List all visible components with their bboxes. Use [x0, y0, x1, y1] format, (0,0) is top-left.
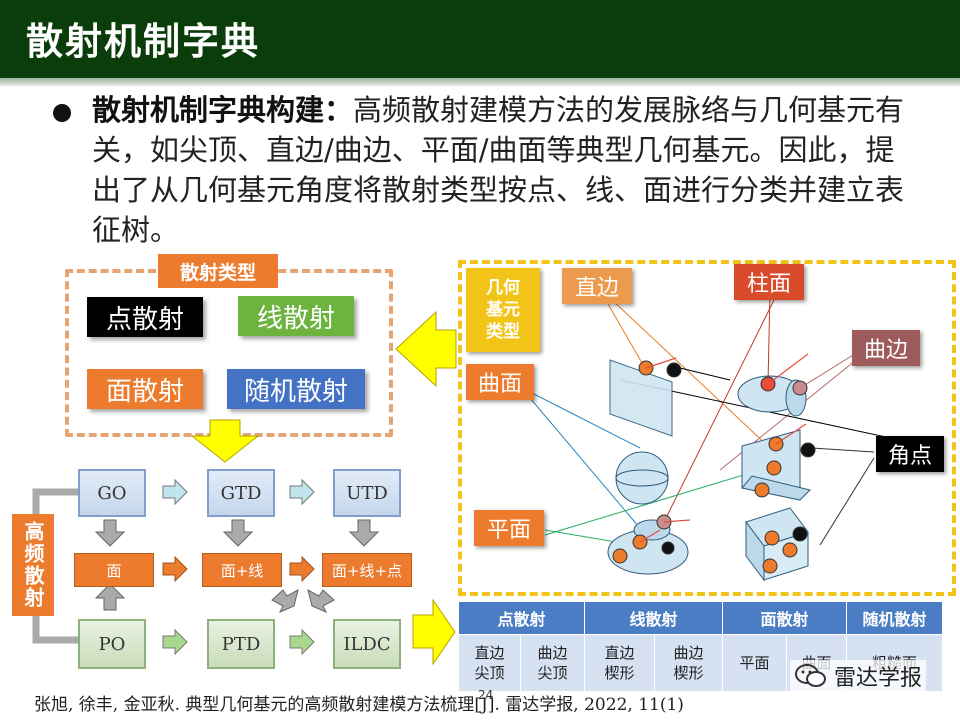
cylinder-label: 柱面 — [734, 264, 804, 300]
slide-header: 散射机制字典 — [0, 0, 960, 78]
table-cell: 曲边楔形 — [654, 634, 724, 692]
utd-box: UTD — [333, 469, 401, 517]
page-number: 24 — [478, 688, 494, 702]
ptd-box: PTD — [207, 619, 275, 669]
flow-arrow — [348, 519, 380, 547]
surface-line-mechanism-box: 面+线 — [202, 553, 282, 587]
straight-edge-label: 直边 — [562, 268, 632, 304]
table-header: 点散射 — [457, 601, 586, 635]
gtd-box: GTD — [207, 469, 275, 517]
high-freq-scatter-label: 高频散射 — [12, 514, 54, 616]
watermark-text: 雷达学报 — [834, 666, 923, 691]
surface-line-point-mechanism-box: 面+线+点 — [322, 553, 412, 587]
left-yellow-arrow — [395, 310, 457, 388]
curved-surface-label: 曲面 — [466, 364, 534, 400]
go-box: GO — [78, 469, 146, 517]
flow-arrow — [307, 589, 335, 613]
bullet-lead: 散射机制字典构建： — [92, 93, 354, 127]
ildc-box: ILDC — [333, 619, 401, 669]
watermark: 雷达学报 — [790, 660, 927, 692]
sphere-shape — [615, 451, 669, 505]
flow-arrow — [162, 478, 188, 506]
wechat-icon — [795, 664, 826, 687]
citation: 张旭, 徐丰, 金亚秋. 典型几何基元的高频散射建模方法梳理[J]. 雷达学报,… — [34, 695, 684, 715]
flow-arrow — [162, 555, 188, 583]
corner-label: 角点 — [876, 436, 944, 472]
scatter-types-title: 散射类型 — [158, 254, 278, 288]
bullet-icon — [53, 104, 71, 122]
flow-arrow — [289, 628, 315, 656]
surface-mechanism-box: 面 — [74, 553, 154, 587]
table-cell: 直边尖顶 — [458, 634, 521, 692]
curved-edge-label: 曲边 — [852, 330, 920, 366]
random-scatter-label: 随机散射 — [227, 369, 365, 409]
slide-title: 散射机制字典 — [26, 20, 260, 63]
line-scatter-label: 线散射 — [238, 296, 354, 336]
flow-arrow — [271, 589, 299, 613]
table-cell: 平面 — [722, 634, 788, 692]
plate-shape — [609, 359, 673, 437]
table-cell: 直边楔形 — [584, 634, 656, 692]
geometry-frame — [458, 260, 956, 596]
point-scatter-label: 点散射 — [87, 297, 203, 337]
geometry-type-title: 几何基元类型 — [466, 268, 540, 352]
flow-arrow — [94, 519, 126, 547]
table-cell: 曲边尖顶 — [519, 634, 586, 692]
surface-scatter-label: 面散射 — [87, 369, 203, 409]
flow-arrow — [222, 519, 254, 547]
right-yellow-arrow — [412, 598, 456, 666]
table-header: 线散射 — [584, 601, 724, 635]
bullet-text: 高频散射建模方法的发展脉络与几何基元有关，如尖顶、直边/曲边、平面/曲面等典型几… — [92, 93, 905, 247]
down-yellow-arrow — [190, 419, 260, 463]
flow-arrow — [289, 478, 315, 506]
plane-label: 平面 — [474, 510, 544, 546]
po-box: PO — [78, 619, 146, 669]
table-header-row: 点散射 线散射 面散射 随机散射 — [457, 601, 944, 635]
bullet-paragraph: 散射机制字典构建：高频散射建模方法的发展脉络与几何基元有关，如尖顶、直边/曲边、… — [92, 90, 922, 250]
flow-arrow — [162, 628, 188, 656]
header-rule — [0, 78, 960, 86]
flow-arrow — [289, 555, 315, 583]
flow-arrow — [94, 583, 126, 611]
table-header: 面散射 — [722, 601, 848, 635]
table-header: 随机散射 — [846, 601, 944, 635]
